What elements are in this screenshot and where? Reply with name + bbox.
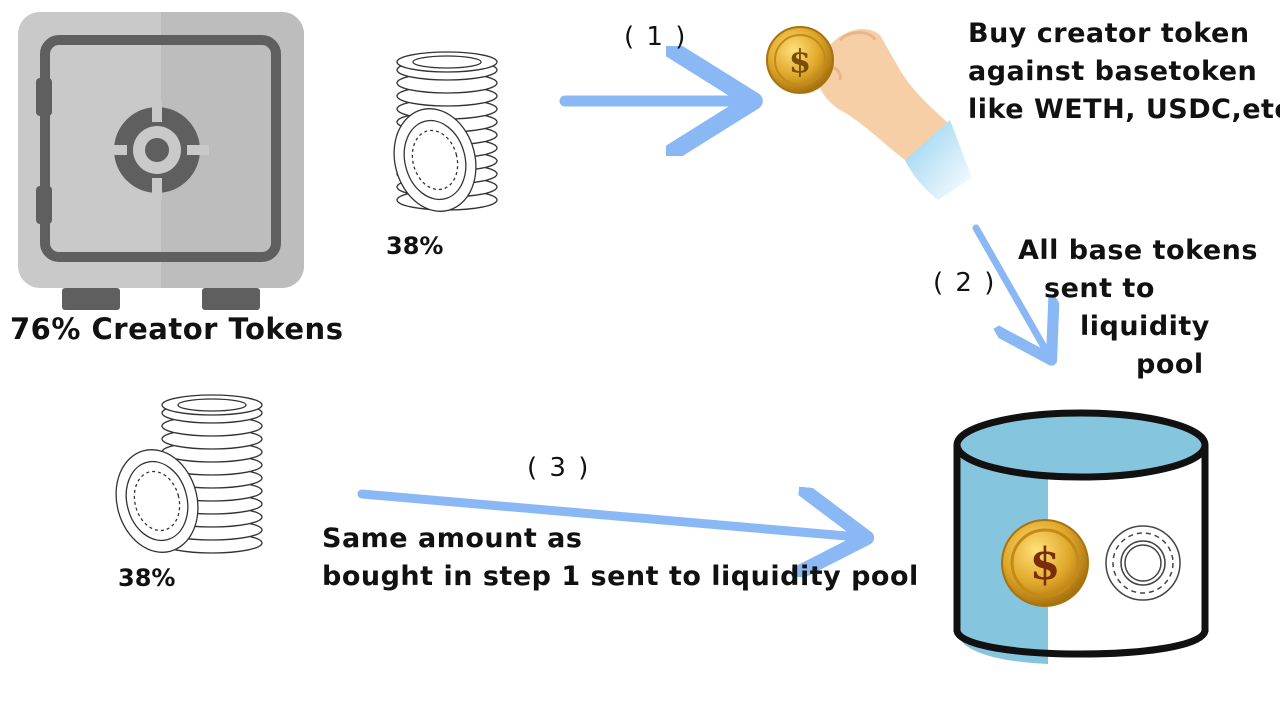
step-1-marker: ( 1 ) <box>624 22 688 52</box>
svg-text:$: $ <box>1030 539 1061 590</box>
step-1-line-3: like WETH, USDC,etc <box>968 94 1280 125</box>
stack-bottom-percent: 38% <box>118 564 176 592</box>
hand-with-coin-icon: $ <box>766 26 972 200</box>
coin-icon: $ <box>1001 519 1089 607</box>
step-2-line-3: liquidity <box>1080 311 1210 342</box>
token-icon <box>1105 525 1181 601</box>
safe-label: 76% Creator Tokens <box>10 312 344 346</box>
step-3-line-2: bought in step 1 sent to liquidity pool <box>322 561 919 592</box>
arrow-step-3 <box>357 494 858 537</box>
step-2-line-1: All base tokens <box>1018 235 1258 266</box>
safe-icon <box>18 12 304 310</box>
token-stack-bottom-icon <box>115 394 263 554</box>
step-1-description: Buy creator token against basetoken like… <box>968 15 1280 129</box>
step-3-description: Same amount as bought in step 1 sent to … <box>322 520 919 596</box>
step-3-marker: ( 3 ) <box>527 453 591 483</box>
stack-top-percent: 38% <box>386 232 444 260</box>
step-3-line-1: Same amount as <box>322 523 583 554</box>
step-2-line-4: pool <box>1136 349 1204 380</box>
step-1-line-1: Buy creator token <box>968 18 1250 49</box>
step-2-marker: ( 2 ) <box>933 268 997 298</box>
token-stack-top-icon <box>393 51 498 212</box>
step-2-description: All base tokens sent to liquidity pool <box>1018 232 1258 384</box>
svg-text:$: $ <box>789 42 811 80</box>
step-2-line-2: sent to <box>1044 273 1155 304</box>
arrow-step-2 <box>972 224 1048 354</box>
step-1-line-2: against basetoken <box>968 56 1258 87</box>
